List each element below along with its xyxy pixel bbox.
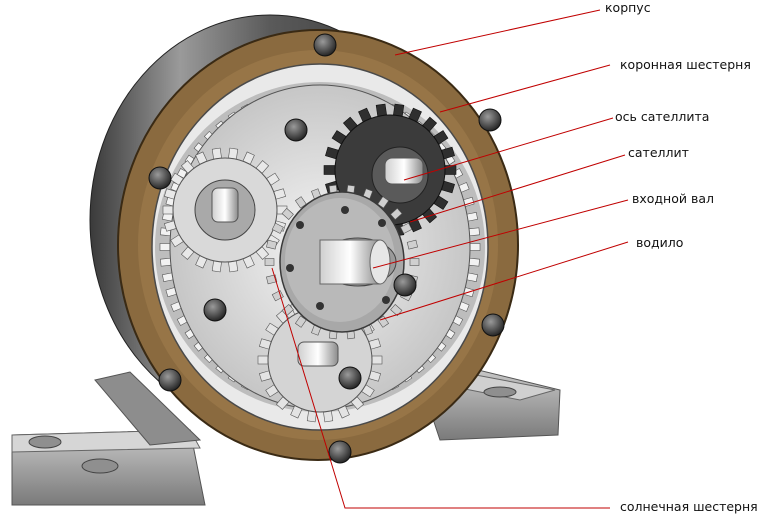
label-input-shaft: входной вал — [632, 191, 714, 206]
leader-housing — [394, 9, 601, 56]
gear-tooth — [469, 243, 481, 251]
bolt-head — [284, 118, 308, 142]
gear-tooth — [228, 147, 239, 160]
gear-tooth — [271, 222, 284, 234]
gear-tooth — [406, 239, 418, 250]
planet-gear-left — [162, 147, 288, 273]
leader-input-shaft — [372, 199, 629, 269]
gear-tooth — [266, 274, 278, 285]
gear-tooth — [281, 207, 294, 220]
gear-tooth — [375, 103, 387, 117]
gear-tooth — [409, 258, 420, 266]
bolt-head — [478, 108, 502, 132]
label-planet-axle: ось сателлита — [615, 109, 710, 124]
gear-tooth — [211, 147, 222, 160]
leader-sun-gear — [271, 267, 610, 509]
gear-tooth — [377, 315, 390, 328]
leader-lines — [271, 9, 629, 509]
bolt-head — [328, 440, 352, 464]
label-carrier: водило — [636, 235, 684, 250]
gear-tooth — [271, 290, 284, 302]
bolts — [148, 33, 505, 464]
label-planet-gear: сателлит — [628, 145, 689, 160]
gear-tooth — [211, 260, 222, 273]
gear-tooth — [377, 196, 390, 209]
gear-tooth — [257, 355, 269, 365]
label-ring-gear: коронная шестерня — [620, 57, 751, 72]
gear-tooth — [323, 410, 334, 423]
bolt-head — [203, 298, 227, 322]
gear-tooth — [266, 239, 278, 250]
bolt-head — [313, 33, 337, 57]
leader-carrier — [379, 241, 629, 321]
gear-tooth — [294, 315, 307, 328]
label-sun-gear: солнечная шестерня — [620, 499, 758, 514]
gear-tooth — [371, 355, 383, 365]
bolt-head — [338, 366, 362, 390]
bolt-head — [148, 166, 172, 190]
gear-tooth — [306, 410, 317, 423]
gear-tooth — [294, 196, 307, 209]
leader-planet-gear — [409, 154, 626, 223]
input-shaft — [319, 237, 397, 287]
gear-tooth — [323, 165, 336, 175]
gear-tooth — [390, 207, 403, 220]
gear-tooth — [159, 243, 171, 251]
leader-planet-axle — [403, 117, 614, 181]
leader-ring-gear — [439, 64, 611, 113]
label-housing: корпус — [605, 0, 651, 15]
gear-tooth — [228, 260, 239, 273]
bolt-head — [481, 313, 505, 337]
gear-tooth — [162, 205, 174, 215]
gear-tooth — [264, 258, 275, 266]
gear-tooth — [468, 257, 480, 267]
bolt-head — [158, 368, 182, 392]
gear-tooth — [160, 257, 172, 267]
gear-tooth — [468, 227, 480, 237]
gear-tooth — [390, 304, 403, 317]
gear-tooth — [281, 304, 294, 317]
gear-tooth — [400, 222, 413, 234]
gear-tooth — [393, 103, 405, 117]
bolt-head — [393, 273, 417, 297]
